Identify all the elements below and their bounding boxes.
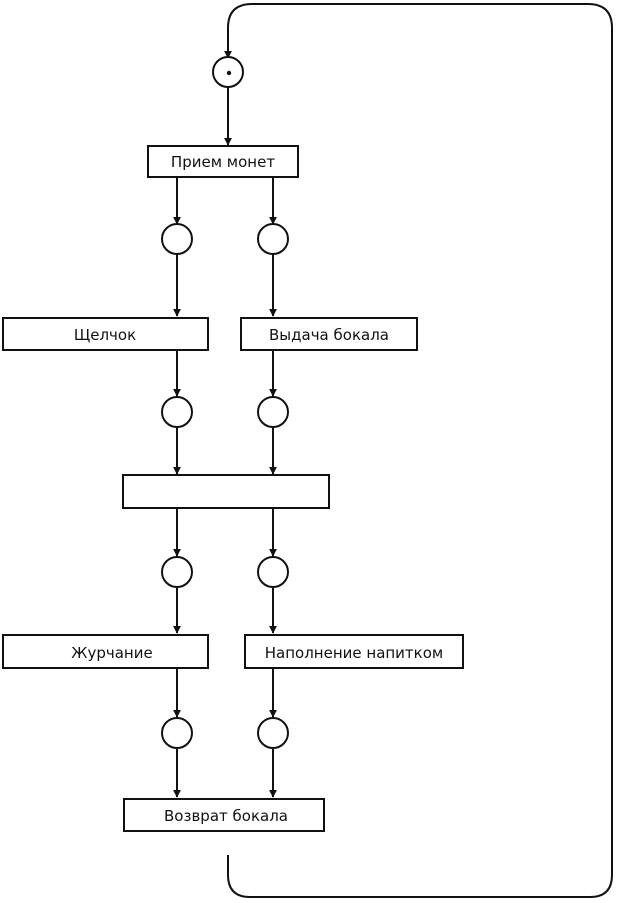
transition-cup-return-label: Возврат бокала [164, 807, 288, 825]
transition-cup-dispense: Выдача бокала [240, 317, 418, 351]
transition-cup-return: Возврат бокала [123, 798, 325, 832]
place-after-sync-right [257, 556, 289, 588]
place-after-cup [257, 396, 289, 428]
transition-coin-accept: Прием монет [147, 145, 299, 178]
place-after-fill [257, 717, 289, 749]
arcs-layer [173, 3, 613, 898]
transition-fill-drink-label: Наполнение напитком [265, 644, 443, 662]
transition-fill-drink: Наполнение напитком [244, 634, 464, 669]
transitions-layer: Прием монет Щелчок Выдача бокала Журчани… [2, 145, 464, 832]
place-after-coin-right [257, 223, 289, 255]
transition-coin-accept-label: Прием монет [171, 153, 275, 171]
place-after-gurgle [161, 717, 193, 749]
transition-cup-dispense-label: Выдача бокала [269, 326, 389, 344]
place-after-click [161, 396, 193, 428]
transition-click: Щелчок [2, 317, 209, 351]
arc-return-loop [224, 3, 613, 898]
transition-gurgle: Журчание [2, 634, 209, 669]
place-after-coin-left [161, 223, 193, 255]
places-layer [161, 56, 289, 749]
place-after-sync-left [161, 556, 193, 588]
transition-gurgle-label: Журчание [71, 644, 152, 662]
place-start-token [226, 70, 232, 76]
transition-sync [122, 474, 330, 509]
transition-click-label: Щелчок [74, 326, 136, 344]
